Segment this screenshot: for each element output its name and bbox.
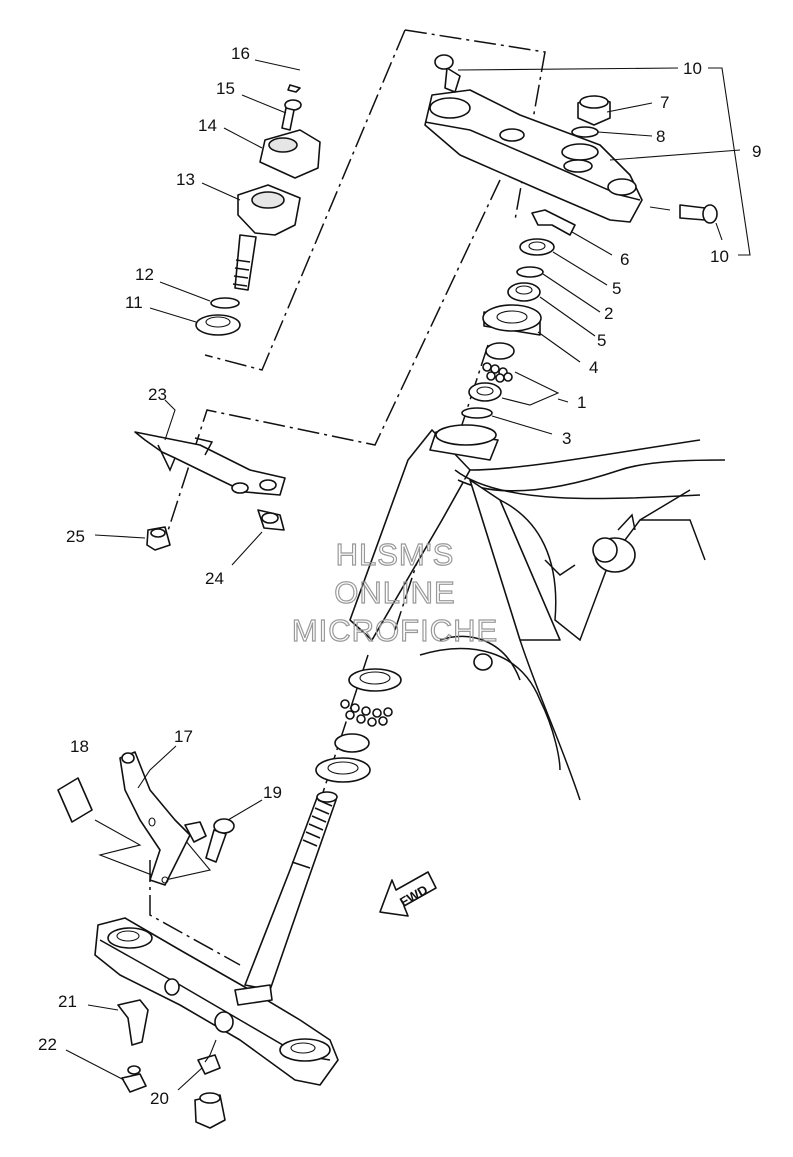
nut-25	[146, 526, 171, 551]
callout-7: 7	[660, 93, 669, 112]
callout-13: 13	[176, 170, 195, 189]
crown-nut	[577, 95, 611, 126]
callout-16: 16	[231, 44, 250, 63]
nut-20	[194, 1054, 226, 1129]
callout-8: 8	[656, 127, 665, 146]
callout-25: 25	[66, 527, 85, 546]
lower-bearing-stack	[315, 668, 402, 783]
callout-11: 11	[125, 293, 143, 312]
callouts: 1 2 3 4 5 5 6 7 8 9 10 10 11 12 13 14 15…	[38, 44, 761, 1108]
callout-18: 18	[70, 737, 89, 756]
callout-22: 22	[38, 1035, 57, 1054]
washer-8	[571, 126, 599, 138]
callout-5a: 5	[612, 279, 621, 298]
callout-21: 21	[58, 992, 77, 1011]
callout-15: 15	[216, 79, 235, 98]
watermark: HLSM'S ONLINE MICROFICHE	[291, 536, 498, 648]
callout-23: 23	[148, 385, 167, 404]
bolt-top	[434, 54, 461, 93]
callout-10b: 10	[710, 247, 729, 266]
watermark-line-2: ONLINE	[334, 575, 455, 610]
frame	[349, 429, 726, 801]
watermark-line-1: HLSM'S	[336, 537, 455, 572]
callout-17: 17	[174, 727, 193, 746]
callout-14: 14	[198, 116, 217, 135]
bracket-17	[119, 751, 207, 886]
fwd-arrow: FWD	[379, 871, 437, 917]
cover-18	[57, 777, 93, 823]
leader-lines	[65, 59, 751, 1091]
callout-24: 24	[205, 569, 224, 588]
clamp-21	[117, 999, 149, 1046]
handlebar-holder-parts	[195, 84, 321, 336]
upper-bracket	[424, 89, 643, 223]
callout-6: 6	[620, 250, 629, 269]
clip-24	[257, 509, 285, 531]
callout-1: 1	[577, 393, 586, 412]
under-bracket	[94, 917, 339, 1086]
callout-19: 19	[263, 783, 282, 802]
callout-20: 20	[150, 1089, 169, 1108]
bolt-side	[679, 204, 718, 224]
callout-4: 4	[589, 358, 598, 377]
bolt-22	[121, 1065, 147, 1093]
callout-5b: 5	[597, 331, 606, 350]
callout-2: 2	[604, 304, 613, 323]
callout-3: 3	[562, 429, 571, 448]
callout-10a: 10	[683, 59, 702, 78]
watermark-line-3: MICROFICHE	[292, 613, 498, 648]
callout-12: 12	[135, 265, 154, 284]
cable-bracket	[134, 431, 286, 496]
bearing-stack-upper	[429, 209, 576, 461]
bolt-19	[205, 818, 235, 863]
callout-9: 9	[752, 142, 761, 161]
steering-stem	[244, 791, 338, 991]
